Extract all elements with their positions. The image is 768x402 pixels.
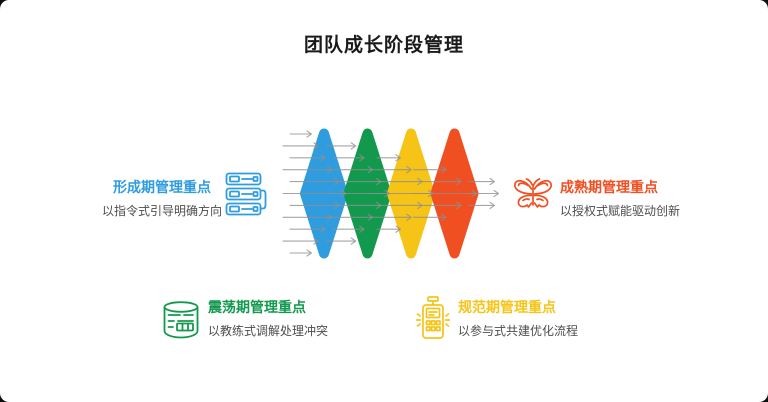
flow-arrow	[289, 154, 326, 162]
flow-arrow	[289, 130, 313, 138]
flow-arrow	[325, 237, 357, 245]
stage-norming-label: 规范期管理重点 以参与式共建优化流程	[458, 300, 578, 338]
flow-arrow	[289, 249, 313, 257]
flow-arrow	[467, 201, 496, 210]
flow-arrow	[332, 154, 365, 162]
stage-forming-label: 形成期管理重点 以指令式引导明确方向	[86, 180, 238, 218]
server-stack-icon	[225, 171, 267, 218]
database-icon	[161, 300, 201, 340]
flow-arrow	[376, 154, 401, 162]
flow-arrow	[467, 177, 496, 186]
stage-storming-label: 震荡期管理重点 以教练式调解处理冲突	[208, 300, 328, 338]
stage-storming-heading: 震荡期管理重点	[208, 300, 306, 316]
stage-performing-label: 成熟期管理重点 以授权式赋能驱动创新	[560, 180, 680, 218]
stage-forming-heading: 形成期管理重点	[113, 180, 211, 196]
pos-terminal-icon	[416, 295, 450, 345]
stage-performing-heading: 成熟期管理重点	[560, 180, 658, 196]
stage-forming-subtitle: 以指令式引导明确方向	[101, 204, 222, 218]
flow-arrow	[412, 166, 447, 174]
flow-arrow	[332, 225, 365, 233]
page-title: 团队成长阶段管理	[303, 34, 464, 56]
flow-arrow	[289, 225, 326, 233]
flow-arrow	[412, 213, 447, 221]
flow-arrow	[419, 177, 462, 186]
flow-arrow	[282, 237, 319, 245]
flow-arrow	[419, 201, 462, 210]
stage-storming-subtitle: 以教练式调解处理冲突	[208, 324, 329, 338]
flow-arrow	[282, 142, 319, 150]
flow-arrow	[325, 142, 357, 150]
flow-arrow	[467, 189, 500, 198]
flow-arrow	[369, 213, 412, 221]
butterfly-icon	[512, 174, 554, 212]
stage-norming-heading: 规范期管理重点	[458, 300, 556, 316]
stage-performing-subtitle: 以授权式赋能驱动创新	[560, 204, 681, 218]
flow-arrow	[369, 166, 412, 174]
stage-norming-subtitle: 以参与式共建优化流程	[458, 324, 579, 338]
flow-arrow	[376, 225, 401, 233]
